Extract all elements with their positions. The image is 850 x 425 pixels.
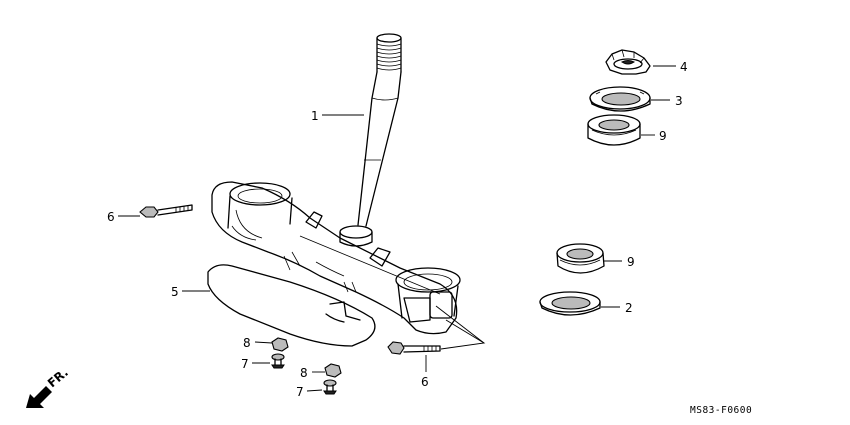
- callout-4: 4: [680, 60, 688, 74]
- nut-part-8b[interactable]: [324, 363, 342, 378]
- dust-seal-part[interactable]: [589, 86, 651, 112]
- plate-part[interactable]: [207, 264, 376, 347]
- callout-3: 3: [675, 94, 683, 108]
- screw-part-7a[interactable]: [271, 353, 285, 369]
- race-part-lower[interactable]: [539, 291, 601, 316]
- bolt-part-6a[interactable]: [139, 204, 193, 218]
- steering-stem-part[interactable]: [211, 33, 461, 335]
- front-arrow-icon: [26, 386, 52, 408]
- screw-part-7b[interactable]: [323, 379, 337, 395]
- callout-2: 2: [625, 301, 633, 315]
- callout-9-upper: 9: [659, 129, 667, 143]
- bearing-part-upper[interactable]: [587, 114, 641, 146]
- front-direction-indicator: FR.: [26, 365, 71, 408]
- figure-code: MS83-F0600: [690, 405, 752, 416]
- callout-6-bottom: 6: [421, 375, 429, 389]
- lock-washer-part[interactable]: [605, 49, 651, 75]
- callout-9-lower: 9: [627, 255, 635, 269]
- callout-1: 1: [311, 109, 319, 123]
- bolt-part-6b[interactable]: [387, 341, 441, 355]
- callout-7-right: 7: [296, 385, 304, 399]
- callout-6-left: 6: [107, 210, 115, 224]
- callout-8-right: 8: [300, 366, 308, 380]
- nut-part-8a[interactable]: [271, 337, 289, 352]
- callout-7-left: 7: [241, 357, 249, 371]
- front-label: FR.: [45, 365, 71, 390]
- leader-lines: [118, 65, 676, 392]
- callout-5: 5: [171, 285, 179, 299]
- bearing-part-lower[interactable]: [556, 243, 605, 274]
- callout-8-left: 8: [243, 336, 251, 350]
